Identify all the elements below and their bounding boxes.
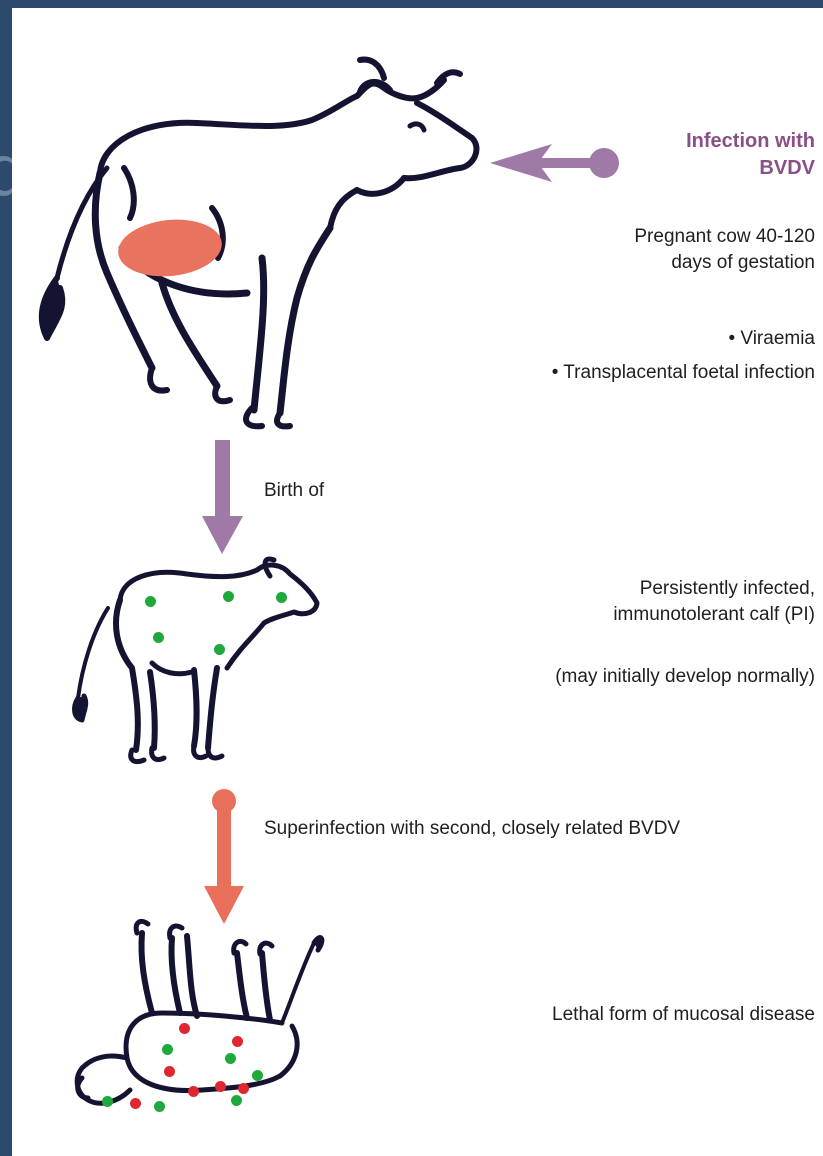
virus-dot-green <box>145 596 156 607</box>
pi-calf-line1: Persistently infected, <box>613 576 815 602</box>
birth-label: Birth of <box>264 480 324 502</box>
virus-dot-green <box>162 1044 173 1055</box>
virus-dot-green <box>231 1095 242 1106</box>
bullet-item-viraemia: • Viraemia <box>552 322 815 356</box>
virus-dot-green <box>252 1070 263 1081</box>
calf-icon <box>75 559 317 762</box>
virus-dot-green <box>214 644 225 655</box>
superinfection-arrow-icon <box>204 789 244 924</box>
pi-calf-note: (may initially develop normally) <box>555 664 815 690</box>
birth-arrow-icon <box>202 440 243 554</box>
virus-dot-red <box>188 1086 199 1097</box>
uterus-marker <box>115 215 224 282</box>
virus-dot-red <box>164 1066 175 1077</box>
virus-dot-red <box>179 1023 190 1034</box>
virus-dot-green <box>276 592 287 603</box>
virus-dot-green <box>153 632 164 643</box>
infection-title: Infection with BVDV <box>686 128 815 182</box>
infection-title-line2: BVDV <box>686 155 815 182</box>
lethal-label: Lethal form of mucosal disease <box>552 1002 815 1028</box>
superinfection-label: Superinfection with second, closely rela… <box>264 818 680 840</box>
virus-dot-red <box>232 1036 243 1047</box>
dead-calf-icon <box>77 921 322 1103</box>
infection-arrow-icon <box>490 144 619 182</box>
virus-dot-red <box>238 1083 249 1094</box>
virus-dot-red <box>215 1081 226 1092</box>
pregnant-cow-text: Pregnant cow 40-120 days of gestation <box>634 224 815 276</box>
pregnant-cow-line2: days of gestation <box>634 250 815 276</box>
virus-dot-green <box>154 1101 165 1112</box>
pregnant-cow-line1: Pregnant cow 40-120 <box>634 224 815 250</box>
bullet-list: • Viraemia • Transplacental foetal infec… <box>552 322 815 390</box>
virus-dot-green <box>225 1053 236 1064</box>
cow-icon <box>42 60 477 427</box>
diagram-panel: Infection with BVDV Pregnant cow 40-120 … <box>12 8 823 1156</box>
virus-dot-red <box>130 1098 141 1109</box>
virus-dot-green <box>223 591 234 602</box>
pi-calf-line2: immunotolerant calf (PI) <box>613 602 815 628</box>
virus-dot-green <box>102 1096 113 1107</box>
infection-title-line1: Infection with <box>686 128 815 155</box>
pi-calf-text: Persistently infected, immunotolerant ca… <box>613 576 815 628</box>
bullet-item-transplacental: • Transplacental foetal infection <box>552 356 815 390</box>
